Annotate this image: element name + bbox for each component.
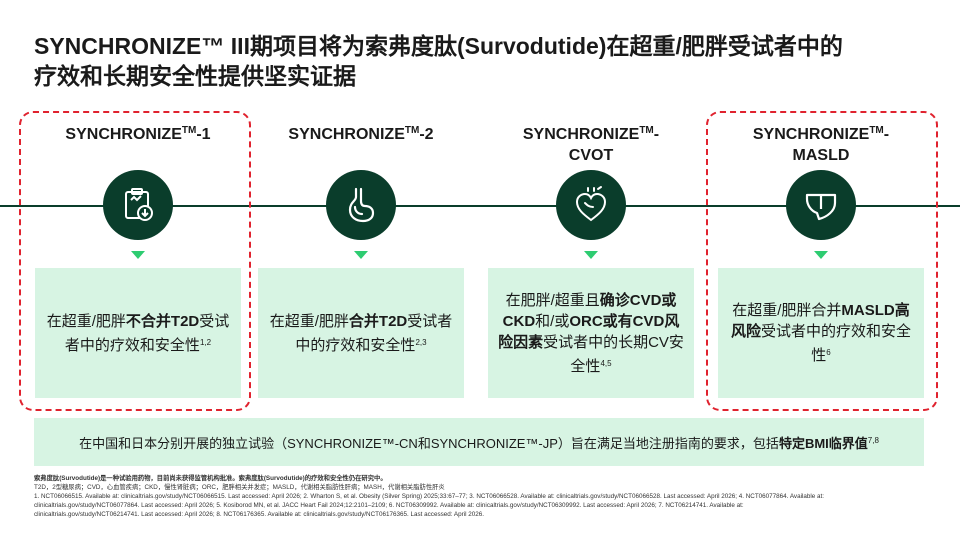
trial-title-3: SYNCHRONIZETM- CVOT bbox=[522, 125, 660, 164]
pointer-triangle bbox=[354, 251, 368, 259]
trial-column-4: SYNCHRONIZETM- MASLD 在超重/肥胖合并MASLD高风险受试者… bbox=[718, 114, 924, 404]
highlight-frame-4 bbox=[706, 111, 938, 411]
pointer-triangle bbox=[131, 251, 145, 259]
trial-title-4: SYNCHRONIZETM- MASLD bbox=[752, 125, 890, 164]
footnote-references-1: 1. NCT06066515. Available at: clinicaltr… bbox=[34, 493, 825, 500]
bottom-banner: 在中国和日本分别开展的独立试验（SYNCHRONIZE™-CN和SYNCHRON… bbox=[34, 418, 924, 466]
footnote-references-2: clinicaltrials.gov/study/NCT06077864. La… bbox=[34, 502, 744, 509]
trial-column-3: SYNCHRONIZETM- CVOT 在肥胖/超重且确诊CVD或CKD和/或O… bbox=[488, 114, 694, 404]
title-line-1: SYNCHRONIZE™ III期项目将为索弗度肽(Survodutide)在超… bbox=[34, 33, 843, 59]
title-line-2: 疗效和长期安全性提供坚实证据 bbox=[34, 63, 356, 89]
trial-column-1: SYNCHRONIZETM-1 在超重/肥胖不合并T2D受试者中的疗效和安全性1… bbox=[35, 114, 241, 404]
highlight-frame-1 bbox=[19, 111, 251, 411]
liver-icon bbox=[786, 170, 856, 240]
stomach-icon bbox=[326, 170, 396, 240]
pointer-triangle bbox=[584, 251, 598, 259]
footnote-abbreviations: T2D，2型糖尿病；CVD，心血管疾病；CKD，慢性肾脏病；ORC，肥胖相关并发… bbox=[34, 484, 445, 491]
footnote-disclaimer: 索弗度肽(Survodutide)是一种试验用药物，目前尚未获得监管机构批准。索… bbox=[34, 475, 387, 482]
trial-description-2: 在超重/肥胖合并T2D受试者中的疗效和安全性2,3 bbox=[258, 268, 464, 398]
trial-title-2: SYNCHRONIZETM-2 bbox=[288, 125, 434, 143]
trial-description-3: 在肥胖/超重且确诊CVD或CKD和/或ORC或有CVD风险因素受试者中的长期CV… bbox=[488, 268, 694, 398]
timeline-line bbox=[0, 205, 960, 207]
footnote-references-3: clinicaltrials.gov/study/NCT06214741. La… bbox=[34, 511, 485, 518]
heart-icon bbox=[556, 170, 626, 240]
pointer-triangle bbox=[814, 251, 828, 259]
slide-title: SYNCHRONIZE™ III期项目将为索弗度肽(Survodutide)在超… bbox=[34, 31, 914, 91]
trial-description-4: 在超重/肥胖合并MASLD高风险受试者中的疗效和安全性6 bbox=[718, 268, 924, 398]
trial-column-2: SYNCHRONIZETM-2 在超重/肥胖合并T2D受试者中的疗效和安全性2,… bbox=[258, 114, 464, 404]
trial-title-1: SYNCHRONIZETM-1 bbox=[65, 125, 211, 143]
trial-description-1: 在超重/肥胖不合并T2D受试者中的疗效和安全性1,2 bbox=[35, 268, 241, 398]
clipboard-download-icon bbox=[103, 170, 173, 240]
